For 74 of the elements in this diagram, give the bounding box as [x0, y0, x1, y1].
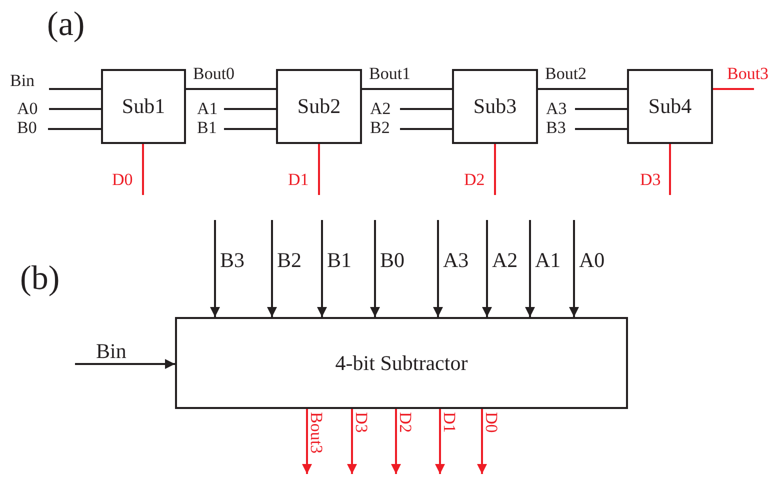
signal-line [713, 88, 754, 90]
signal-line [400, 128, 452, 130]
signal-line [362, 88, 452, 90]
signal-label: A2 [492, 250, 518, 271]
block-label: Sub3 [473, 94, 517, 119]
signal-label: B3 [220, 250, 245, 271]
signal-label: B2 [277, 250, 302, 271]
signal-line [669, 144, 671, 195]
signal-label: A3 [546, 100, 567, 117]
signal-label: Bin [96, 341, 126, 362]
signal-label: D1 [288, 171, 309, 188]
block-label: Sub4 [648, 94, 692, 119]
signal-arrow [391, 409, 401, 474]
signal-label: Bout0 [193, 65, 235, 82]
block-box [276, 69, 362, 144]
signal-label: Bin [10, 72, 35, 89]
signal-line [224, 108, 276, 110]
panel-label: (a) [47, 8, 85, 42]
signal-arrow [433, 220, 443, 317]
signal-label: Bout3 [308, 412, 325, 454]
signal-line [49, 88, 101, 90]
signal-label: A1 [535, 250, 561, 271]
signal-label: A0 [579, 250, 605, 271]
signal-line [575, 108, 627, 110]
block-box [627, 69, 713, 144]
signal-arrow [317, 220, 327, 317]
signal-arrow [302, 409, 312, 474]
signal-arrow [75, 359, 175, 369]
signal-label: A0 [17, 100, 38, 117]
signal-label: A3 [443, 250, 469, 271]
block-label: Sub2 [297, 94, 341, 119]
signal-line [494, 144, 496, 195]
signal-label: B1 [197, 119, 217, 136]
block-label: Sub1 [122, 94, 166, 119]
signal-line [48, 128, 101, 130]
signal-label: A1 [197, 100, 218, 117]
signal-line [224, 128, 276, 130]
signal-label: D2 [464, 171, 485, 188]
signal-label: D1 [441, 412, 458, 433]
signal-line [575, 128, 627, 130]
signal-line [318, 144, 320, 195]
signal-label: D0 [483, 412, 500, 433]
signal-label: A2 [370, 100, 391, 117]
signal-line [538, 88, 627, 90]
signal-label: B0 [17, 119, 37, 136]
signal-label: B1 [327, 250, 352, 271]
block-box [101, 69, 186, 144]
signal-arrow [482, 220, 492, 317]
block-box [175, 317, 628, 409]
signal-line [400, 108, 452, 110]
signal-label: Bout3 [727, 65, 769, 82]
signal-label: D3 [640, 171, 661, 188]
panel-label: (b) [20, 262, 60, 296]
signal-line [186, 88, 276, 90]
signal-arrow [370, 220, 380, 317]
signal-arrow [210, 220, 220, 317]
signal-label: B3 [546, 119, 566, 136]
signal-arrow [435, 409, 445, 474]
signal-label: Bout1 [369, 65, 411, 82]
signal-label: Bout2 [545, 65, 587, 82]
signal-label: B2 [370, 119, 390, 136]
signal-arrow [477, 409, 487, 474]
signal-line [49, 108, 101, 110]
signal-label: D2 [397, 412, 414, 433]
signal-arrow [267, 220, 277, 317]
signal-arrow [569, 220, 579, 317]
block-box [452, 69, 538, 144]
signal-arrow [347, 409, 357, 474]
block-label: 4-bit Subtractor [335, 350, 468, 376]
signal-arrow [525, 220, 535, 317]
signal-label: D0 [112, 171, 133, 188]
signal-label: D3 [353, 412, 370, 433]
signal-label: B0 [380, 250, 405, 271]
signal-line [142, 144, 144, 195]
